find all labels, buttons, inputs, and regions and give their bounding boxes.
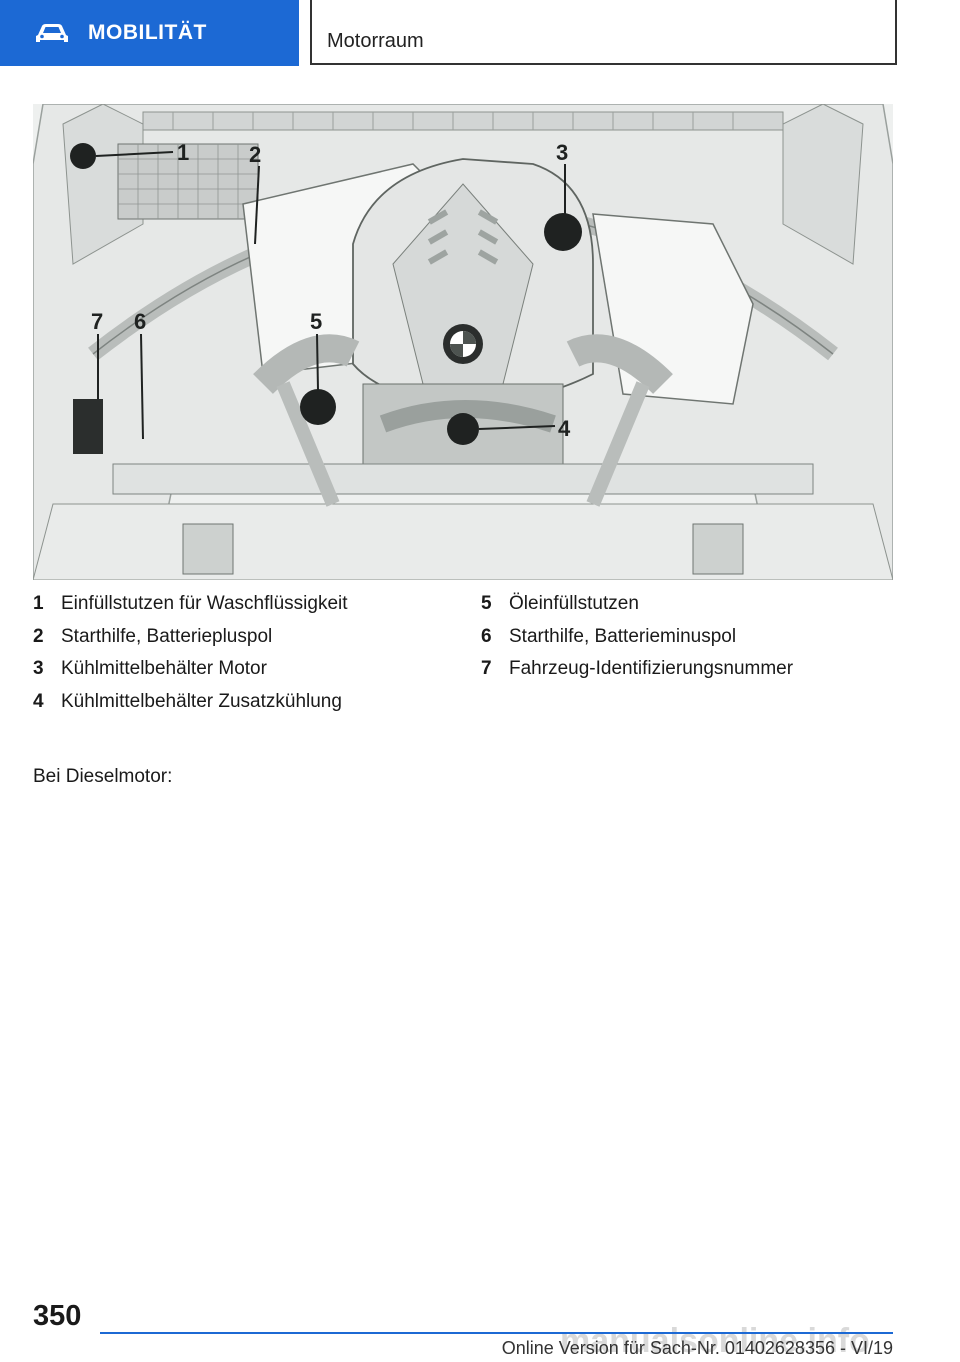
callout-1: 1: [177, 140, 189, 165]
topic-header: Motorraum: [310, 0, 897, 65]
callout-7: 7: [91, 309, 103, 334]
footer-divider: [100, 1332, 893, 1334]
callout-6: 6: [134, 309, 146, 334]
callout-4: 4: [558, 416, 571, 441]
legend-item: 5 Öleinfüllstutzen: [481, 593, 639, 614]
page-number: 350: [33, 1300, 82, 1332]
legend-item: 2 Starthilfe, Batteriepluspol: [33, 625, 273, 647]
section-tab[interactable]: MOBILITÄT: [0, 0, 299, 66]
callout-3: 3: [556, 140, 568, 165]
callout-5: 5: [310, 309, 322, 334]
legend-item: 3 Kühlmittelbehälter Motor: [33, 658, 267, 679]
car-icon: [36, 24, 68, 42]
coolant-cap-auxiliary: [447, 413, 479, 445]
engine-bay-illustration: 1 2 3 4 5 6 7: [33, 104, 893, 580]
diesel-subheading: Bei Dieselmotor:: [33, 766, 173, 787]
section-label: MOBILITÄT: [88, 21, 207, 44]
coolant-cap-engine: [544, 213, 582, 251]
footer-version-link[interactable]: Online Version für Sach-Nr. 01402628356 …: [501, 1338, 893, 1358]
callout-2: 2: [249, 142, 261, 167]
legend-left: 1 Einfüllstutzen für Waschflüssigkeit 2 …: [33, 592, 463, 722]
page-topic: Motorraum: [327, 30, 424, 52]
legend-item: 6 Starthilfe, Batterieminuspol: [481, 625, 737, 647]
legend-item: 4 Kühlmittelbehälter Zusatzkühlung: [33, 690, 342, 712]
washer-fluid-cap: [70, 143, 96, 169]
legend-item: 7 Fahrzeug-Identifizierungsnummer: [481, 658, 794, 679]
legend-item: 1 Einfüllstutzen für Waschflüssigkeit: [33, 593, 348, 614]
oil-filler-cap: [300, 389, 336, 425]
legend-right: 5 Öleinfüllstutzen 6 Starthilfe, Batteri…: [481, 592, 911, 690]
